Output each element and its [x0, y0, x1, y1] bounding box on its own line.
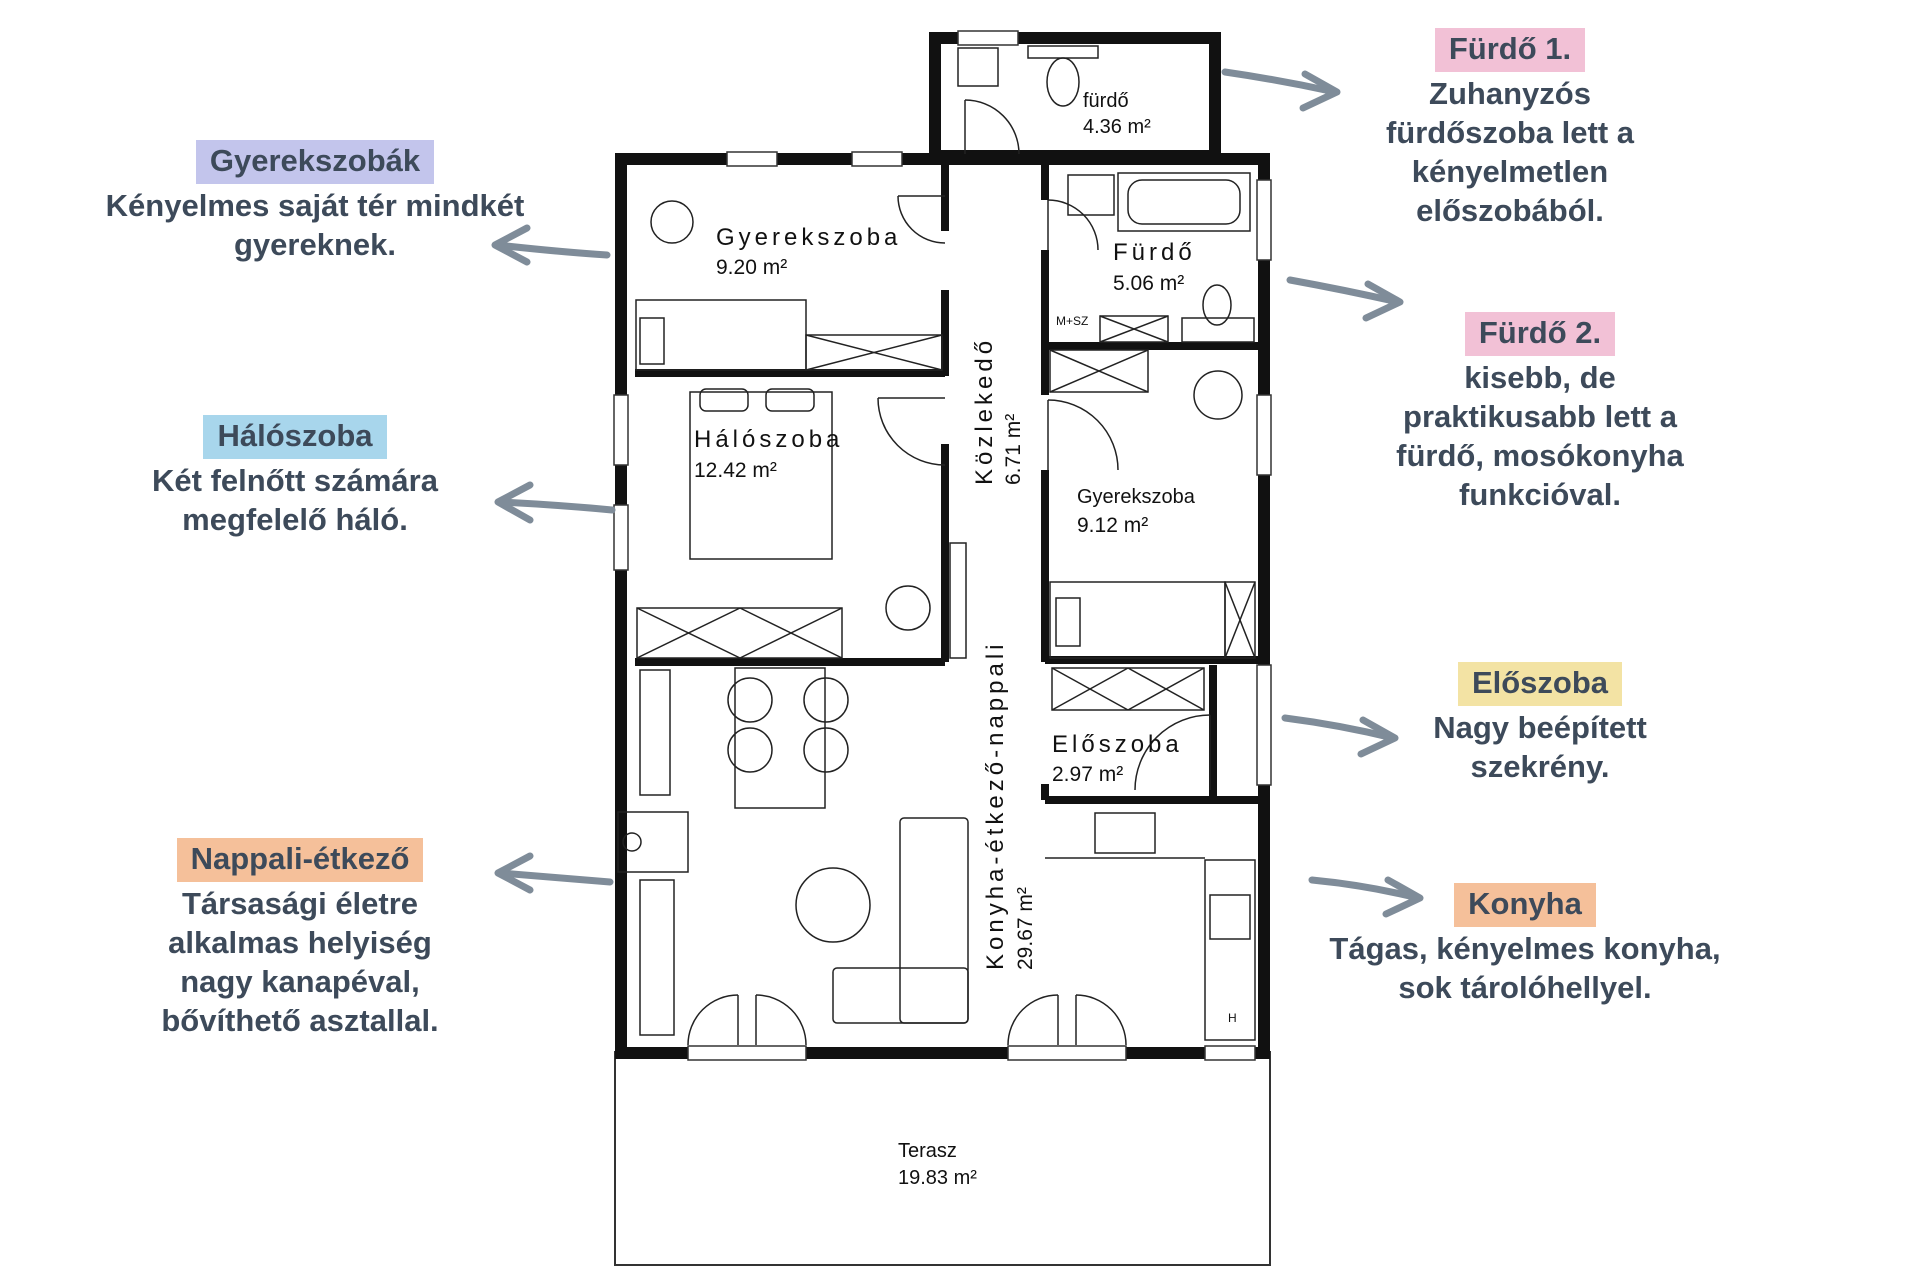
furniture	[617, 45, 1256, 1041]
room-area-eloszoba: 2.97 m²	[1052, 763, 1123, 786]
interior-walls	[635, 150, 1258, 804]
room-name-hob: H	[1228, 1011, 1237, 1025]
outer-walls	[615, 32, 1270, 1059]
callout-line: alkalmas helyiség	[168, 925, 432, 960]
room-name-gyerekszoba1: Gyerekszoba	[716, 224, 901, 251]
callout-line: gyereknek.	[234, 227, 396, 262]
room-name-gyerekszoba2: Gyerekszoba	[1077, 486, 1196, 508]
callout-description: Kényelmes saját tér mindkét gyereknek.	[75, 186, 555, 264]
callout-line: fürdőszoba lett a	[1385, 115, 1634, 150]
callout-furdo2: Fürdő 2. kisebb, de praktikusabb lett a fü…	[1370, 312, 1710, 514]
callout-tag: Konyha	[1454, 883, 1596, 927]
room-area-furdo-small: 4.36 m²	[1083, 116, 1151, 138]
callout-description: Zuhanyzós fürdőszoba lett a kényelmetlen el…	[1340, 74, 1680, 230]
callout-line: sok tárolóhellyel.	[1398, 970, 1652, 1005]
callout-line: Kényelmes saját tér mindkét	[105, 188, 525, 223]
callout-line: kényelmetlen	[1411, 154, 1609, 189]
callout-tag: Nappali-étkező	[176, 838, 424, 882]
callout-line: Zuhanyzós	[1429, 76, 1591, 111]
callout-line: funkcióval.	[1459, 477, 1621, 512]
room-name-terasz: Terasz	[898, 1140, 957, 1162]
callout-description: Két felnőtt számára megfelelő háló.	[130, 461, 460, 539]
callout-tag: Fürdő 1.	[1434, 28, 1586, 72]
room-name-nappali: Konyha-étkező-nappali	[982, 641, 1009, 971]
callout-haloszoba: Hálószoba Két felnőtt számára megfelelő h…	[130, 415, 460, 539]
callout-tag: Fürdő 2.	[1464, 312, 1616, 356]
callout-line: Nagy beépített	[1433, 710, 1647, 745]
callout-description: Tágas, kényelmes konyha, sok tárolóhellye…	[1310, 929, 1740, 1007]
callout-line: Tágas, kényelmes konyha,	[1329, 931, 1721, 966]
room-name-furdo-small: fürdő	[1083, 90, 1129, 112]
callout-nappali: Nappali-étkező Társasági életre alkalmas …	[130, 838, 470, 1040]
room-labels: fürdő 4.36 m² Gyerekszoba 9.20 m² Fürdő …	[694, 90, 1237, 1189]
room-name-furdo: Fürdő	[1113, 239, 1196, 266]
windows	[613, 30, 1272, 1061]
room-area-nappali: 29.67 m²	[1014, 887, 1037, 970]
room-name-kozlekedo: Közlekedő	[971, 337, 998, 485]
callout-line: szekrény.	[1470, 749, 1610, 784]
callout-line: előszobából.	[1416, 193, 1604, 228]
room-name-haloszoba: Hálószoba	[694, 426, 843, 453]
callout-tag: Hálószoba	[203, 415, 387, 459]
room-area-gyerekszoba2: 9.12 m²	[1077, 514, 1148, 537]
arrows	[491, 68, 1424, 918]
callout-eloszoba: Előszoba Nagy beépített szekrény.	[1400, 662, 1680, 786]
callout-line: praktikusabb lett a	[1403, 399, 1677, 434]
callout-line: Két felnőtt számára	[152, 463, 438, 498]
callout-description: kisebb, de praktikusabb lett a fürdő, mosó…	[1370, 358, 1710, 514]
room-area-haloszoba: 12.42 m²	[694, 459, 777, 482]
callout-furdo1: Fürdő 1. Zuhanyzós fürdőszoba lett a kénye…	[1340, 28, 1680, 230]
callout-tag: Gyerekszobák	[195, 140, 435, 184]
room-area-gyerekszoba1: 9.20 m²	[716, 256, 787, 279]
callout-description: Társasági életre alkalmas helyiség nagy ka…	[130, 884, 470, 1040]
callout-line: bővíthető asztallal.	[161, 1003, 439, 1038]
callout-line: kisebb, de	[1464, 360, 1616, 395]
callout-konyha: Konyha Tágas, kényelmes konyha, sok tárol…	[1310, 883, 1740, 1007]
callout-description: Nagy beépített szekrény.	[1400, 708, 1680, 786]
callout-line: nagy kanapéval,	[180, 964, 420, 999]
callout-line: Társasági életre	[181, 886, 419, 921]
room-area-kozlekedo: 6.71 m²	[1002, 414, 1025, 485]
room-name-eloszoba: Előszoba	[1052, 731, 1183, 758]
room-area-terasz: 19.83 m²	[898, 1167, 977, 1189]
callout-line: megfelelő háló.	[182, 502, 408, 537]
callout-tag: Előszoba	[1457, 662, 1623, 706]
callout-gyerekszobak: Gyerekszobák Kényelmes saját tér mindkét…	[75, 140, 555, 264]
callout-line: fürdő, mosókonyha	[1396, 438, 1684, 473]
room-name-msz: M+SZ	[1056, 314, 1088, 328]
room-area-furdo: 5.06 m²	[1113, 272, 1184, 295]
